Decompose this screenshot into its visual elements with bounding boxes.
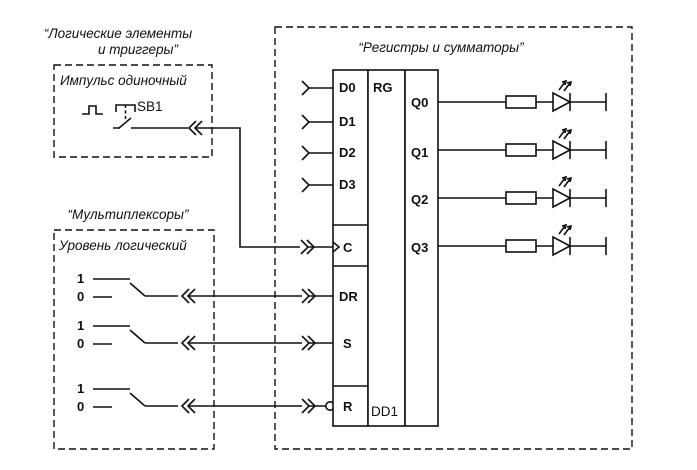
led-q0 [552, 91, 572, 113]
level-switch-s [93, 325, 333, 351]
resistor-q2 [505, 191, 537, 205]
led-q3 [552, 235, 572, 257]
light-ray-a-q0 [558, 79, 568, 91]
pin-label-q2: Q2 [411, 192, 428, 207]
pulse-block-title: Импульс одиночный [60, 73, 187, 88]
light-ray-b-q0 [563, 80, 573, 92]
pin-label-r: R [343, 399, 353, 414]
pin-label-d2: D2 [339, 145, 356, 160]
data-input-arrows [301, 80, 333, 193]
pin-label-d1: D1 [339, 114, 356, 129]
logic-group-caption-line2: и триггеры” [98, 42, 178, 57]
pin-label-dr: DR [339, 289, 358, 304]
light-ray-a-q1 [558, 127, 568, 139]
level-one-label-r: 1 [77, 381, 84, 396]
light-ray-b-q2 [563, 176, 573, 188]
logic-group-frame [53, 64, 213, 158]
pin-label-c: C [343, 240, 353, 255]
led-q1 [552, 139, 572, 161]
clock-wire [187, 120, 333, 255]
push-button-sb1 [113, 104, 188, 129]
pin-label-q0: Q0 [411, 95, 428, 110]
light-ray-a-q3 [558, 223, 568, 235]
chip-type-label: RG [373, 80, 393, 95]
pulse-waveform-icon [82, 105, 103, 115]
light-ray-b-q3 [563, 224, 573, 236]
led-q2 [552, 187, 572, 209]
register-chip-dd1 [332, 69, 439, 427]
resistor-q3 [505, 239, 537, 253]
switch-label-sb1: SB1 [137, 99, 163, 114]
level-block-title: Уровень логический [58, 238, 187, 253]
level-one-label-s: 1 [77, 318, 84, 333]
level-zero-label-r: 0 [77, 399, 84, 414]
pin-label-d0: D0 [339, 80, 356, 95]
logic-group-caption-line1: “Логические элементы [44, 26, 192, 41]
pin-label-q1: Q1 [411, 145, 428, 160]
pin-label-q3: Q3 [411, 240, 428, 255]
registers-group-caption: “Регистры и сумматоры” [358, 40, 524, 55]
registers-group-frame [274, 26, 633, 450]
output-led-chains [438, 79, 607, 257]
mux-group-caption: “Мультиплексоры” [68, 207, 189, 222]
level-zero-label-dr: 0 [77, 289, 84, 304]
light-ray-b-q1 [563, 128, 573, 140]
pin-label-d3: D3 [339, 177, 356, 192]
chip-designator: DD1 [371, 404, 398, 419]
level-one-label-dr: 1 [77, 271, 84, 286]
resistor-q1 [505, 143, 537, 157]
level-switch-r [93, 388, 335, 414]
level-switch-dr [93, 278, 333, 304]
pin-label-s: S [343, 336, 352, 351]
light-ray-a-q2 [558, 175, 568, 187]
resistor-q0 [505, 95, 537, 109]
level-zero-label-s: 0 [77, 336, 84, 351]
mux-group-frame [53, 229, 215, 450]
